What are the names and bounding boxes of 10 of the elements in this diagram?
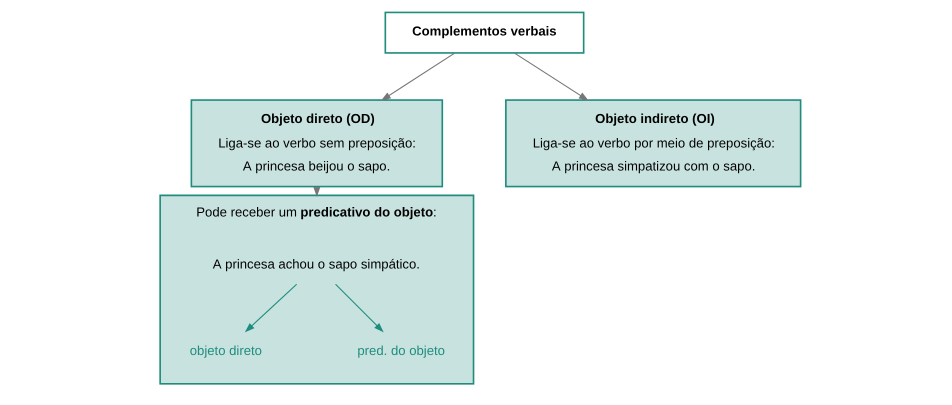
- node-text: objeto direto: [190, 342, 262, 358]
- arrow: [335, 284, 384, 332]
- node-text: pred. do objeto: [357, 342, 445, 358]
- node-box: Complementos verbais: [384, 12, 584, 54]
- node-text: A princesa achou o sapo simpático.: [212, 256, 420, 272]
- arrow: [313, 186, 320, 198]
- arrow: [380, 52, 455, 101]
- arrow: [244, 284, 298, 332]
- arrow: [514, 52, 589, 101]
- node-box: Objeto indireto (OI) Liga-se ao verbo por meio de preposição: A princesa simpatizou com o sapo.: [505, 99, 802, 188]
